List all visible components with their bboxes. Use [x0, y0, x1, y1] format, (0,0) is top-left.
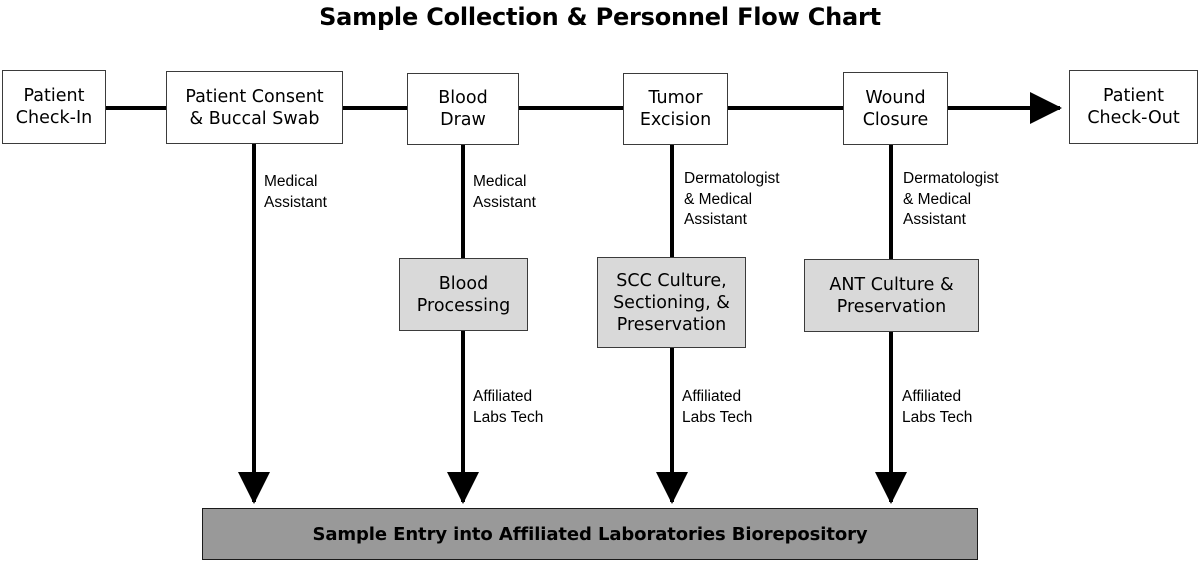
- biorepository-label: Sample Entry into Affiliated Laboratorie…: [312, 523, 868, 545]
- node-ant-culture[interactable]: ANT Culture &Preservation: [804, 259, 979, 332]
- node-scc-culture[interactable]: SCC Culture,Sectioning, &Preservation: [597, 257, 746, 348]
- node-label: ANT Culture &Preservation: [829, 274, 954, 317]
- node-label: Patient Consent& Buccal Swab: [185, 86, 324, 129]
- node-label: SCC Culture,Sectioning, &Preservation: [613, 270, 730, 335]
- node-patient-consent-buccal-swab[interactable]: Patient Consent& Buccal Swab: [166, 71, 343, 144]
- page-title: Sample Collection & Personnel Flow Chart: [319, 3, 881, 31]
- biorepository-bar[interactable]: Sample Entry into Affiliated Laboratorie…: [202, 508, 978, 560]
